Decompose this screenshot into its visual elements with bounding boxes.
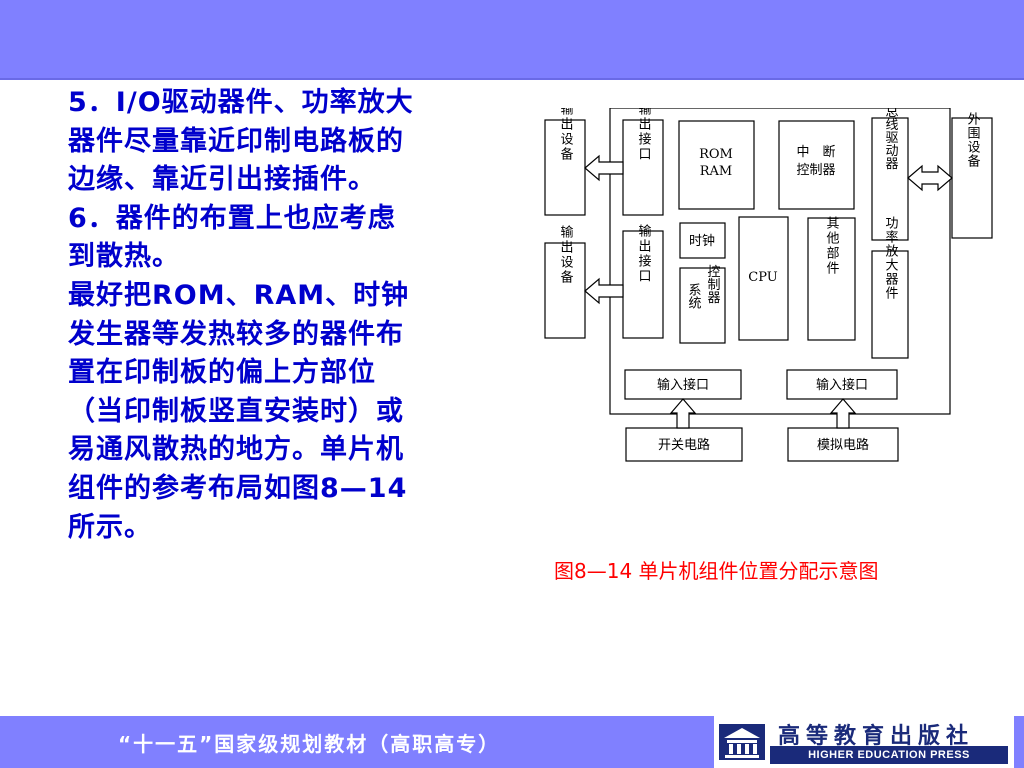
main-board	[609, 108, 951, 415]
output-port-2-label: 输出接口	[636, 223, 652, 284]
system-controller-box	[679, 267, 726, 344]
output-port-1-label: 输出接口	[636, 108, 652, 162]
arrow-bidirectional	[907, 164, 953, 192]
rom-label: ROM	[699, 147, 733, 162]
arrow-left-2	[584, 277, 624, 305]
body-line: 边缘、靠近引出接插件。	[68, 164, 376, 196]
input-port-2-label: 输入接口	[816, 377, 868, 393]
body-line: 置在印制板的偏上方部位	[68, 357, 376, 389]
layout-diagram: 输出设备 输出设备 输出接口 输出接口 ROM RAM 中 断 控制器 双向总线…	[544, 108, 993, 462]
input-port-2-box	[786, 369, 898, 400]
power-amp-label: 功率放大器件	[883, 216, 899, 300]
clock-box	[679, 222, 726, 259]
arrow-left-1	[584, 154, 624, 182]
publisher-emblem-icon	[719, 724, 765, 760]
rom-ram-box	[678, 120, 755, 210]
publisher-logo-block: 高等教育出版社 HIGHER EDUCATION PRESS	[714, 716, 1014, 768]
footer-banner: “十一五”国家级规划教材（高职高专） 高等教育出版社 HIGHER EDUCAT…	[0, 716, 1024, 768]
system-controller-label-2: 系统	[686, 283, 702, 310]
ram-label: RAM	[700, 164, 733, 179]
peripheral-label: 外围设备	[965, 112, 981, 168]
bus-driver-label: 双向总线驱动器	[883, 108, 899, 171]
arrow-up-1	[669, 398, 697, 429]
series-text: “十一五”国家级规划教材（高职高专）	[118, 732, 501, 756]
input-port-1-label: 输入接口	[657, 377, 709, 393]
body-line: 6．器件的布置上也应考虑	[68, 202, 396, 234]
other-parts-box	[807, 217, 856, 341]
body-line: 器件尽量靠近印制电路板的	[68, 125, 404, 157]
interrupt-label-1: 中 断	[796, 145, 835, 160]
top-banner	[0, 0, 1024, 80]
power-amp-box	[871, 250, 909, 359]
body-line: 5．I/O驱动器件、功率放大	[68, 87, 414, 118]
output-device-2-label: 输出设备	[558, 224, 574, 285]
body-line: 到散热。	[68, 241, 180, 273]
body-line: 所示。	[68, 511, 152, 543]
analog-circuit-label: 模拟电路	[817, 437, 869, 453]
interrupt-controller-box	[778, 120, 855, 210]
interrupt-label-2: 控制器	[796, 163, 835, 178]
body-line: 组件的参考布局如图8—14	[68, 472, 408, 504]
bus-driver-box	[871, 117, 909, 241]
body-line: 最好把ROM、RAM、时钟	[68, 279, 410, 311]
arrow-up-2	[829, 398, 857, 429]
body-line: 易通风散热的地方。单片机	[68, 434, 404, 466]
body-line: 发生器等发热较多的器件布	[68, 318, 404, 350]
cpu-box	[738, 216, 789, 341]
body-line: （当印制板竖直安装时）或	[68, 395, 404, 427]
publisher-name-en: HIGHER EDUCATION PRESS	[770, 746, 1008, 764]
body-text: 5．I/O驱动器件、功率放大 器件尽量靠近印制电路板的 边缘、靠近引出接插件。 …	[68, 84, 488, 547]
clock-label: 时钟	[689, 233, 715, 249]
output-device-1-label: 输出设备	[558, 108, 574, 162]
system-controller-label-1: 控制器	[705, 265, 721, 305]
cpu-label: CPU	[748, 270, 777, 285]
switch-circuit-label: 开关电路	[658, 437, 710, 453]
figure-caption: 图8—14 单片机组件位置分配示意图	[554, 559, 879, 583]
publisher-name-cn: 高等教育出版社	[778, 724, 975, 749]
other-parts-label: 其他部件	[824, 216, 840, 276]
